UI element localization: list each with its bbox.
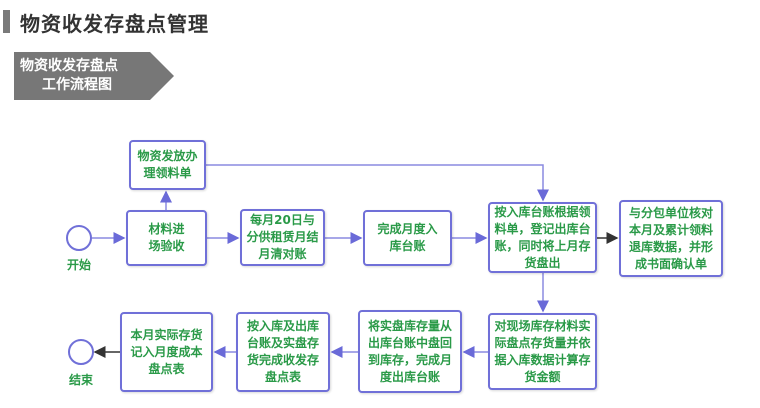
- banner-line-2: 工作流程图: [42, 77, 112, 93]
- step-sheet: 按入库及出库台账及实盘存货完成收发存盘点表: [236, 312, 330, 392]
- arrow-issue-outbound: [205, 164, 549, 202]
- step-reconcile: 每月20日与分供租赁月结月清对账: [240, 209, 325, 266]
- step-confirm: 与分包单位核对本月及累计领料退库数据，并形成书面确认单: [619, 200, 723, 277]
- section-banner: 物资收发存盘点 工作流程图: [14, 52, 174, 100]
- page-title: 物资收发存盘点管理: [20, 12, 209, 36]
- step-outbound-ledger: 按入库台账根据领料单，登记出库台账，同时将上月存货盘出: [488, 202, 597, 273]
- step-receive: 材料进场验收: [126, 210, 207, 266]
- step-count: 对现场库存材料实际盘点存货量并依据入库数据计算存货金额: [488, 313, 597, 390]
- step-issue: 物资发放办理领料单: [129, 140, 206, 190]
- end-label: 结束: [69, 373, 94, 387]
- banner-line-1: 物资收发存盘点: [20, 58, 118, 74]
- step-cost: 本月实际存货记入月度成本盘点表: [120, 312, 213, 392]
- end-node: [68, 339, 94, 365]
- step-inbound-ledger: 完成月度入库台账: [363, 210, 452, 266]
- start-label: 开始: [67, 258, 92, 272]
- start-node: [66, 225, 92, 251]
- step-return-stock: 将实盘库存量从出库台账中盘回到库存，完成月度出库台账: [358, 310, 462, 393]
- title-accent-bar: [3, 10, 10, 33]
